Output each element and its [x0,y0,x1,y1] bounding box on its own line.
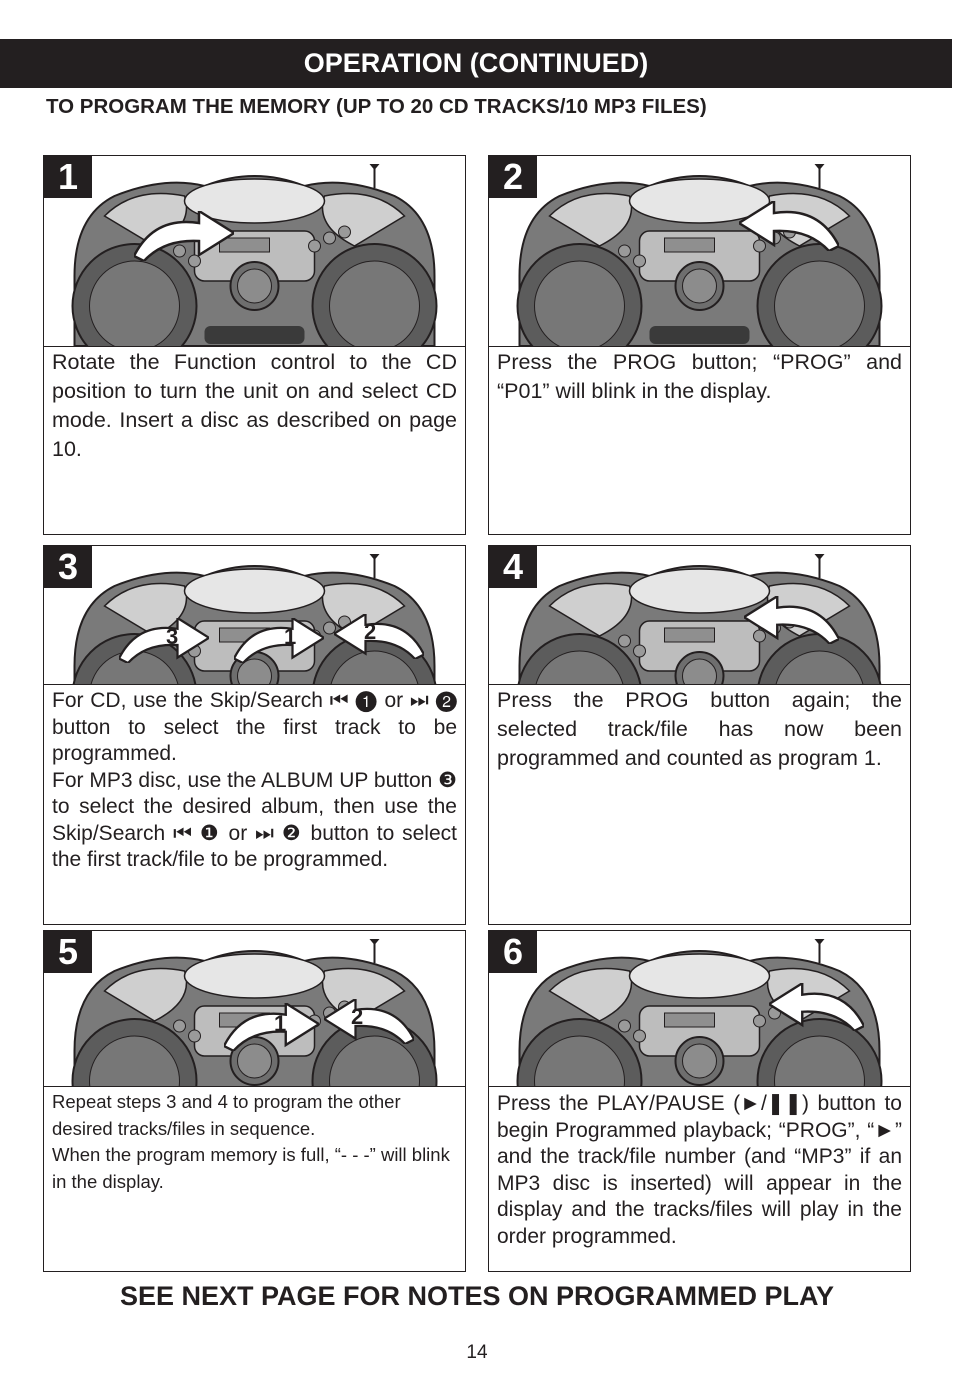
step-card-5: 5 1 2 Repeat steps 3 and 4 to program th… [43,930,466,1272]
callout-number: 3 [166,624,178,649]
section-header: OPERATION (CONTINUED) [0,39,952,88]
step-number: 1 [44,156,92,198]
step-card-3: 3 3 1 2 For CD, use the Skip/Search ⏮ ❶ … [43,545,466,925]
step-text: For CD, use the Skip/Search ⏮ ❶ or ⏭ ❷ b… [52,688,457,874]
boombox-illustration [44,156,465,347]
step-card-4: 4 Press the PROG button again; the selec… [488,545,911,925]
step-text: Repeat steps 3 and 4 to program the othe… [52,1089,457,1195]
boombox-illustration [489,931,910,1087]
step-text-line: When the program memory is full, “- - -”… [52,1144,450,1192]
step-number: 2 [489,156,537,198]
callout-number: 1 [274,1011,286,1036]
step-text-line: For MP3 disc, use the ALBUM UP button ❸ … [52,768,457,872]
callout-number: 2 [364,619,376,644]
footer-note: SEE NEXT PAGE FOR NOTES ON PROGRAMMED PL… [119,1281,835,1311]
step-number: 6 [489,931,537,973]
boombox-illustration [489,546,910,685]
step-number: 4 [489,546,537,588]
step-text: Press the PLAY/PAUSE (►/❚❚) button to be… [497,1092,902,1248]
step-number: 3 [44,546,92,588]
boombox-illustration: 3 1 2 [44,546,465,685]
callout-number: 2 [351,1004,363,1029]
step-text: Rotate the Function control to the CD po… [52,350,457,461]
boombox-illustration: 1 2 [44,931,465,1087]
step-number: 5 [44,931,92,973]
step-card-1: 1 Rotate the Function control to the CD … [43,155,466,535]
step-text-line: Repeat steps 3 and 4 to program the othe… [52,1091,401,1139]
step-text-line: For CD, use the Skip/Search ⏮ ❶ or ⏭ ❷ b… [52,689,457,765]
page-number: 14 [466,1342,488,1363]
callout-number: 1 [284,624,296,649]
section-subtitle: TO PROGRAM THE MEMORY (UP TO 20 CD TRACK… [46,95,707,118]
boombox-illustration [489,156,910,347]
step-card-2: 2 Press the PROG button; “PROG” and “P01… [488,155,911,535]
step-text: Press the PROG button; “PROG” and “P01” … [497,350,902,403]
step-text: Press the PROG button again; the selecte… [497,688,902,770]
step-card-6: 6 Press the PLAY/PAUSE (►/❚❚) button to … [488,930,911,1272]
